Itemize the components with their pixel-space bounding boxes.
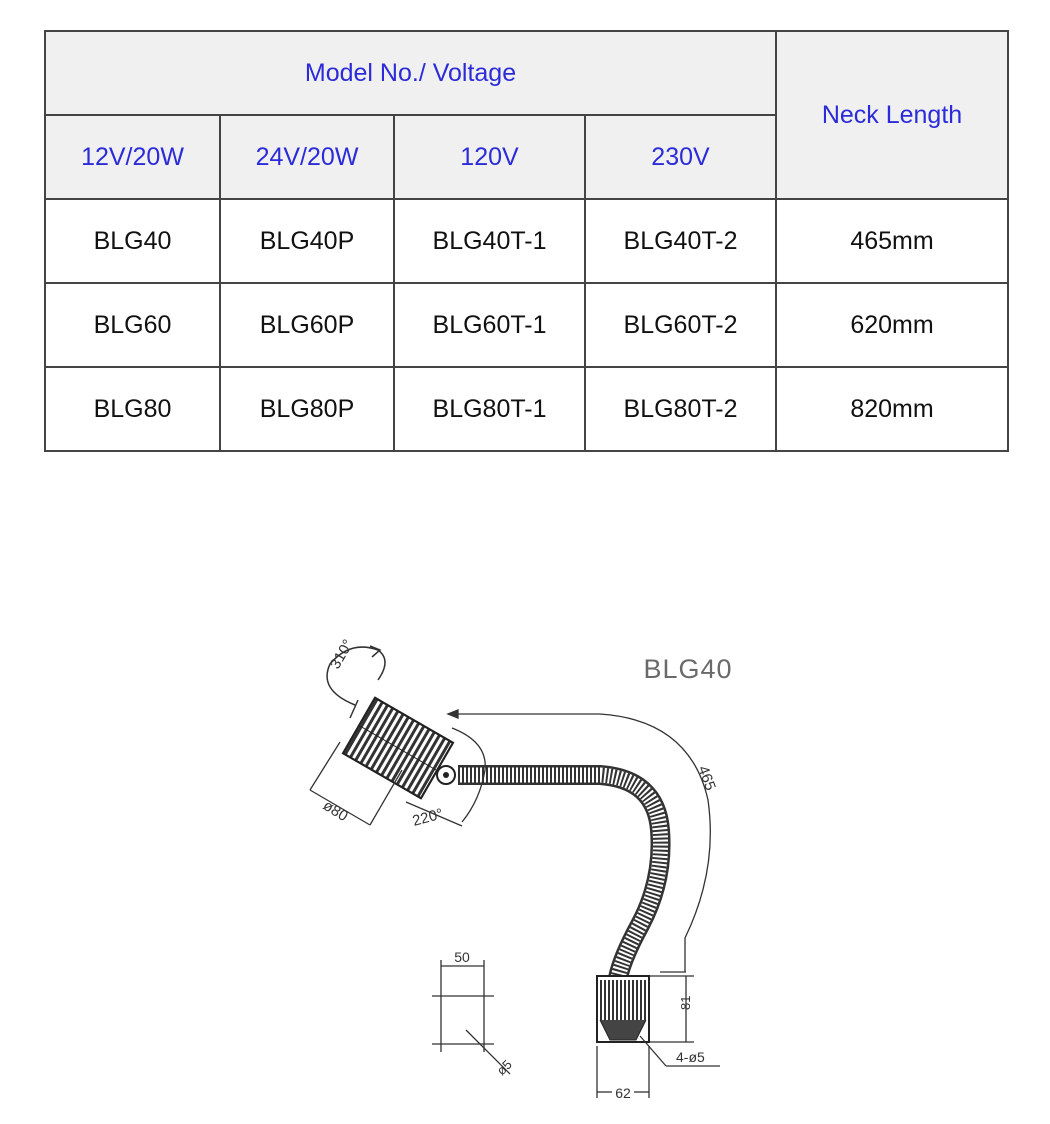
header-row-voltages: 12V/20W 24V/20W 120V 230V — [44, 114, 1008, 200]
tilt-indicator — [405, 727, 486, 827]
voltage-header: 24V/20W — [219, 114, 395, 200]
table-row: BLG60 BLG60P BLG60T-1 BLG60T-2 620mm — [44, 282, 1009, 368]
model-cell: BLG60P — [219, 282, 395, 368]
model-cell: BLG80T-1 — [393, 366, 586, 452]
neck-length-header: Neck Length — [775, 30, 1009, 200]
neck-length-cell: 820mm — [775, 366, 1009, 452]
voltage-header: 230V — [584, 114, 777, 200]
holes-dim: 4-ø5 — [676, 1049, 705, 1065]
base-width-dimension — [596, 1046, 650, 1098]
model-cell: BLG80 — [44, 366, 221, 452]
neck-length-dim: 465 — [694, 764, 719, 793]
rotation-indicator — [326, 645, 386, 719]
model-cell: BLG40T-1 — [393, 198, 586, 284]
header-row-top: Model No./ Voltage Neck Length — [44, 30, 1009, 200]
neck-length-cell: 620mm — [775, 282, 1009, 368]
neck-length-cell: 465mm — [775, 198, 1009, 284]
table-row: BLG80 BLG80P BLG80T-1 BLG80T-2 820mm — [44, 366, 1009, 452]
base-height-dim: 81 — [678, 996, 693, 1010]
holes-dimension — [639, 1035, 720, 1067]
model-cell: BLG80P — [219, 366, 395, 452]
model-cell: BLG40T-2 — [584, 198, 777, 284]
mount-detail — [432, 960, 511, 1075]
model-cell: BLG60 — [44, 282, 221, 368]
base-width-dim: 62 — [615, 1085, 631, 1101]
table-row: BLG40 BLG40P BLG40T-1 BLG40T-2 465mm — [44, 198, 1009, 284]
voltage-header: 120V — [393, 114, 586, 200]
model-voltage-header: Model No./ Voltage — [44, 30, 777, 116]
gooseneck — [458, 765, 671, 981]
model-cell: BLG40P — [219, 198, 395, 284]
diameter-dimension — [309, 741, 403, 826]
neck-length-dimension — [446, 709, 711, 973]
diameter-dim: ø80 — [320, 797, 351, 825]
lamp-head — [341, 696, 456, 800]
model-cell: BLG40 — [44, 198, 221, 284]
model-cell: BLG60T-2 — [584, 282, 777, 368]
tilt-dim: 220° — [411, 805, 445, 829]
model-cell: BLG80T-2 — [584, 366, 777, 452]
base — [596, 975, 650, 1043]
base-height-dimension — [650, 975, 694, 1043]
spec-table: Model No./ Voltage Neck Length 12V/20W 2… — [44, 30, 1009, 452]
rotation-dim: 310° — [327, 637, 357, 672]
model-cell: BLG60T-1 — [393, 282, 586, 368]
drawing-title: BLG40 — [643, 654, 732, 684]
mount-width-dim: 50 — [454, 949, 470, 965]
voltage-header: 12V/20W — [44, 114, 221, 200]
